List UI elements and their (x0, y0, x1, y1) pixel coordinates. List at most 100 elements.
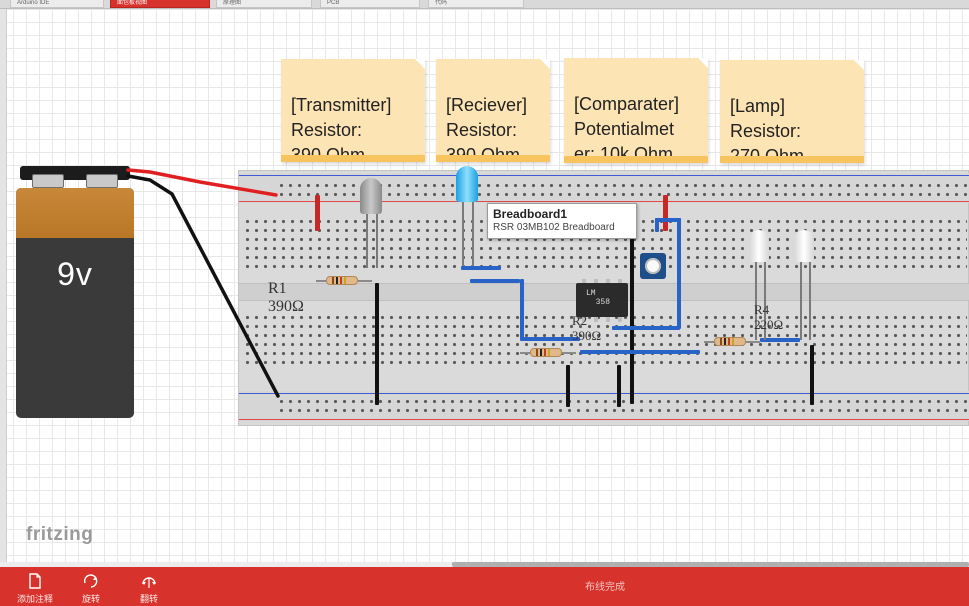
jumper-wire-black[interactable] (566, 365, 570, 407)
resistor-r4[interactable] (714, 337, 746, 346)
jumper-wire-black[interactable] (375, 283, 379, 405)
rail-line-negative (239, 393, 969, 394)
ir-receiver-led[interactable] (456, 166, 478, 202)
note-comparator[interactable]: [Comparater] Potentialmet er: 10k Ohm (564, 58, 708, 164)
rail-line-positive (239, 419, 969, 420)
jumper-wire-blue[interactable] (520, 279, 524, 339)
horizontal-scrollbar-thumb[interactable] (452, 562, 969, 567)
jumper-wire-black[interactable] (630, 238, 634, 404)
lm358-chip[interactable]: LM 358 (576, 283, 628, 317)
lamp-led[interactable] (794, 230, 814, 262)
tab-pcb-view[interactable]: PCB (320, 0, 420, 8)
ic-pin (582, 279, 586, 284)
tab-label: 代码 (435, 0, 448, 6)
ir-transmitter-led[interactable] (360, 178, 382, 214)
led-leg (800, 262, 802, 340)
tool-label: 翻转 (139, 594, 158, 604)
jumper-wire-blue[interactable] (760, 338, 800, 342)
tab-label: 原理图 (223, 0, 242, 6)
tab-code-view[interactable]: 代码 (428, 0, 524, 8)
view-tab-strip: Arduino IDE 面包板视图 原理图 PCB 代码 (0, 0, 969, 9)
r2-label: R2 390Ω (572, 313, 602, 343)
r1-label: R1 390Ω (268, 280, 304, 315)
ic-pin (618, 279, 622, 284)
tab-label: PCB (327, 0, 340, 6)
note-receiver[interactable]: [Reciever] Resistor: 390 Ohm (436, 59, 550, 165)
ic-pin (594, 317, 598, 322)
led-leg (809, 262, 811, 340)
note-lamp[interactable]: [Lamp] Resistor: 270 Ohm (720, 60, 864, 166)
jumper-wire-blue[interactable] (580, 350, 700, 354)
note-text: [Lamp] Resistor: 270 Ohm (730, 96, 805, 166)
flip-icon (142, 577, 156, 588)
lower-terminal-holes (243, 313, 967, 368)
battery-9v[interactable]: 9v (14, 158, 136, 420)
note-text: [Transmitter] Resistor: 390 Ohm (291, 95, 392, 165)
resistor-r2[interactable] (530, 348, 562, 357)
jumper-wire-blue[interactable] (470, 279, 520, 283)
top-rail-holes (277, 181, 967, 199)
hover-tooltip: Breadboard1 RSR 03MB102 Breadboard (487, 203, 637, 239)
tab-schematic-view[interactable]: 原理图 (216, 0, 312, 8)
ic-label: LM 358 (586, 289, 611, 307)
led-leg (755, 262, 757, 340)
note-text: [Reciever] Resistor: 390 Ohm (446, 95, 528, 165)
resistor-r1[interactable] (326, 276, 358, 285)
jumper-wire-blue[interactable] (612, 326, 680, 330)
note-icon (29, 573, 41, 589)
tab-breadboard-view[interactable]: 面包板视图 (110, 0, 210, 8)
jumper-wire-blue[interactable] (655, 218, 681, 222)
tool-label: 添加注释 (16, 594, 53, 604)
led-leg (472, 200, 474, 266)
add-note-button[interactable]: 添加注释 (12, 567, 58, 606)
r4-label: R4 220Ω (754, 302, 784, 332)
led-leg (462, 200, 464, 266)
tooltip-title: Breadboard1 (493, 207, 568, 221)
note-text: [Comparater] Potentialmet er: 10k Ohm (574, 94, 680, 164)
vertical-scrollbar[interactable] (0, 9, 7, 567)
jumper-wire-blue[interactable] (677, 218, 681, 329)
ic-pin (606, 279, 610, 284)
bottom-rail-holes (277, 397, 967, 415)
tab-label: Arduino IDE (17, 0, 50, 6)
note-transmitter[interactable]: [Transmitter] Resistor: 390 Ohm (281, 59, 425, 165)
tab-label: 面包板视图 (117, 0, 148, 6)
jumper-wire-blue[interactable] (520, 337, 580, 341)
rail-line-negative (239, 175, 969, 176)
led-leg (366, 212, 368, 268)
routing-status: 布线完成 (585, 582, 625, 593)
fritzing-logo: fritzing (26, 524, 94, 545)
lamp-led[interactable] (749, 230, 769, 262)
note-fold-corner (854, 60, 864, 70)
battery-terminal (32, 174, 64, 188)
battery-copper-band (16, 188, 134, 238)
rotate-icon (83, 574, 98, 588)
ic-pin (606, 317, 610, 322)
tool-label: 旋转 (81, 594, 100, 604)
tooltip-subtitle: RSR 03MB102 Breadboard (493, 222, 615, 233)
led-leg (764, 262, 766, 340)
jumper-wire-blue[interactable] (655, 218, 659, 232)
rotate-button[interactable]: 旋转 (68, 567, 114, 606)
battery-label: 9v (57, 256, 93, 292)
jumper-wire-black[interactable] (617, 365, 621, 407)
jumper-wire-blue[interactable] (461, 266, 501, 270)
jumper-wire-red[interactable] (315, 195, 320, 231)
note-fold-corner (540, 59, 550, 69)
note-fold-corner (698, 58, 708, 68)
bottom-toolbar: 添加注释 旋转 翻转 布线完成 (0, 567, 969, 606)
tab-arduino-ide[interactable]: Arduino IDE (10, 0, 104, 8)
ic-pin (582, 317, 586, 322)
rail-line-positive (239, 201, 969, 202)
battery-terminal (86, 174, 118, 188)
jumper-wire-black[interactable] (810, 345, 814, 405)
note-fold-corner (415, 59, 425, 69)
led-leg (376, 212, 378, 268)
flip-button[interactable]: 翻转 (126, 567, 172, 606)
ic-pin (594, 279, 598, 284)
ic-pin (618, 317, 622, 322)
jumper-wire-red[interactable] (663, 195, 668, 231)
potentiometer[interactable] (640, 253, 666, 279)
battery-body: 9v (16, 188, 134, 418)
